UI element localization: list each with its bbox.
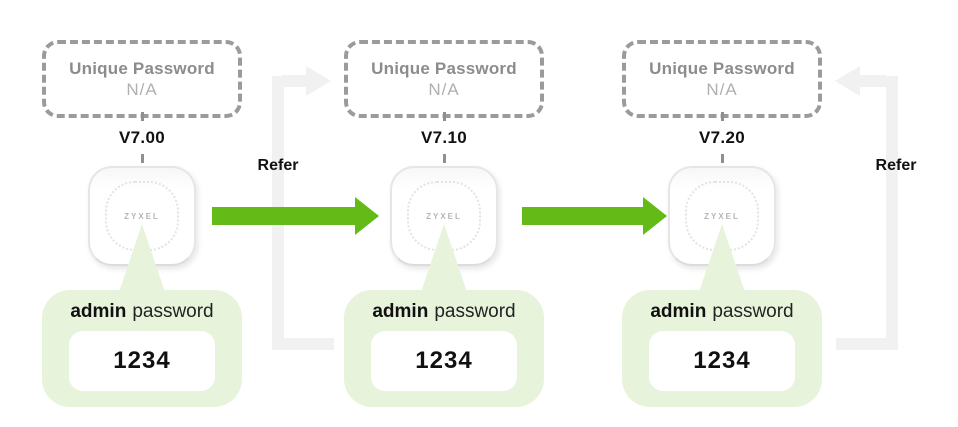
admin-password-label: admin password (42, 290, 242, 323)
version-label: V7.20 (699, 128, 745, 147)
refer-path-right (835, 66, 898, 350)
refer-path-left-bottom (272, 338, 334, 350)
password-word: password (434, 301, 516, 322)
connector-dash (720, 154, 724, 163)
upgrade-arrow-2-head-icon (643, 197, 667, 235)
refer-label-left: Refer (257, 157, 299, 174)
unique-password-value: N/A (428, 79, 460, 99)
firmware-column-v720: Unique Password N/A V7.20 ZYXEL admin pa… (622, 0, 822, 427)
refer-label-right: Refer (875, 157, 917, 174)
firmware-column-v700: Unique Password N/A V7.00 ZYXEL admin pa… (42, 0, 242, 427)
access-point-device: ZYXEL (88, 166, 196, 266)
unique-password-value: N/A (706, 79, 738, 99)
device-brand-label: ZYXEL (124, 211, 160, 221)
password-word: password (712, 301, 794, 322)
firmware-column-v710: Unique Password N/A V7.10 ZYXEL admin pa… (344, 0, 544, 427)
refer-arrowhead-left-icon (835, 66, 860, 96)
password-word: password (132, 301, 214, 322)
upgrade-arrow-2 (522, 197, 667, 235)
password-value: 1234 (113, 347, 171, 374)
version-label: V7.00 (119, 128, 165, 147)
password-value: 1234 (693, 347, 751, 374)
version-label: V7.10 (421, 128, 467, 147)
upgrade-arrow-2-shaft (522, 207, 644, 225)
admin-password-label: admin password (344, 290, 544, 323)
device-brand-label: ZYXEL (704, 211, 740, 221)
refer-path-right-top (858, 75, 886, 87)
password-value-box: 1234 (371, 331, 517, 391)
refer-path-left-top (282, 75, 306, 87)
refer-path-right-bottom (836, 338, 898, 350)
password-value-box: 1234 (69, 331, 215, 391)
unique-password-box: Unique Password N/A (622, 40, 822, 118)
unique-password-box: Unique Password N/A (344, 40, 544, 118)
admin-password-bubble: admin password 1234 (42, 290, 242, 407)
admin-password-label: admin password (622, 290, 822, 323)
connector-dash (140, 112, 144, 121)
unique-password-title: Unique Password (371, 58, 517, 78)
connector-dash (140, 154, 144, 163)
admin-word: admin (70, 301, 127, 322)
upgrade-arrow-1-shaft (212, 207, 356, 225)
admin-word: admin (372, 301, 429, 322)
refer-arrowhead-right-icon (306, 66, 331, 96)
refer-path-right-vertical (886, 76, 898, 350)
unique-password-title: Unique Password (649, 58, 795, 78)
password-value-box: 1234 (649, 331, 795, 391)
device-brand-label: ZYXEL (426, 211, 462, 221)
connector-dash (442, 154, 446, 163)
admin-word: admin (650, 301, 707, 322)
unique-password-box: Unique Password N/A (42, 40, 242, 118)
upgrade-arrow-1-head-icon (355, 197, 379, 235)
upgrade-arrow-1 (212, 197, 379, 235)
connector-dash (442, 112, 446, 121)
admin-password-bubble: admin password 1234 (622, 290, 822, 407)
admin-password-bubble: admin password 1234 (344, 290, 544, 407)
unique-password-value: N/A (126, 79, 158, 99)
connector-dash (720, 112, 724, 121)
unique-password-title: Unique Password (69, 58, 215, 78)
password-value: 1234 (415, 347, 473, 374)
